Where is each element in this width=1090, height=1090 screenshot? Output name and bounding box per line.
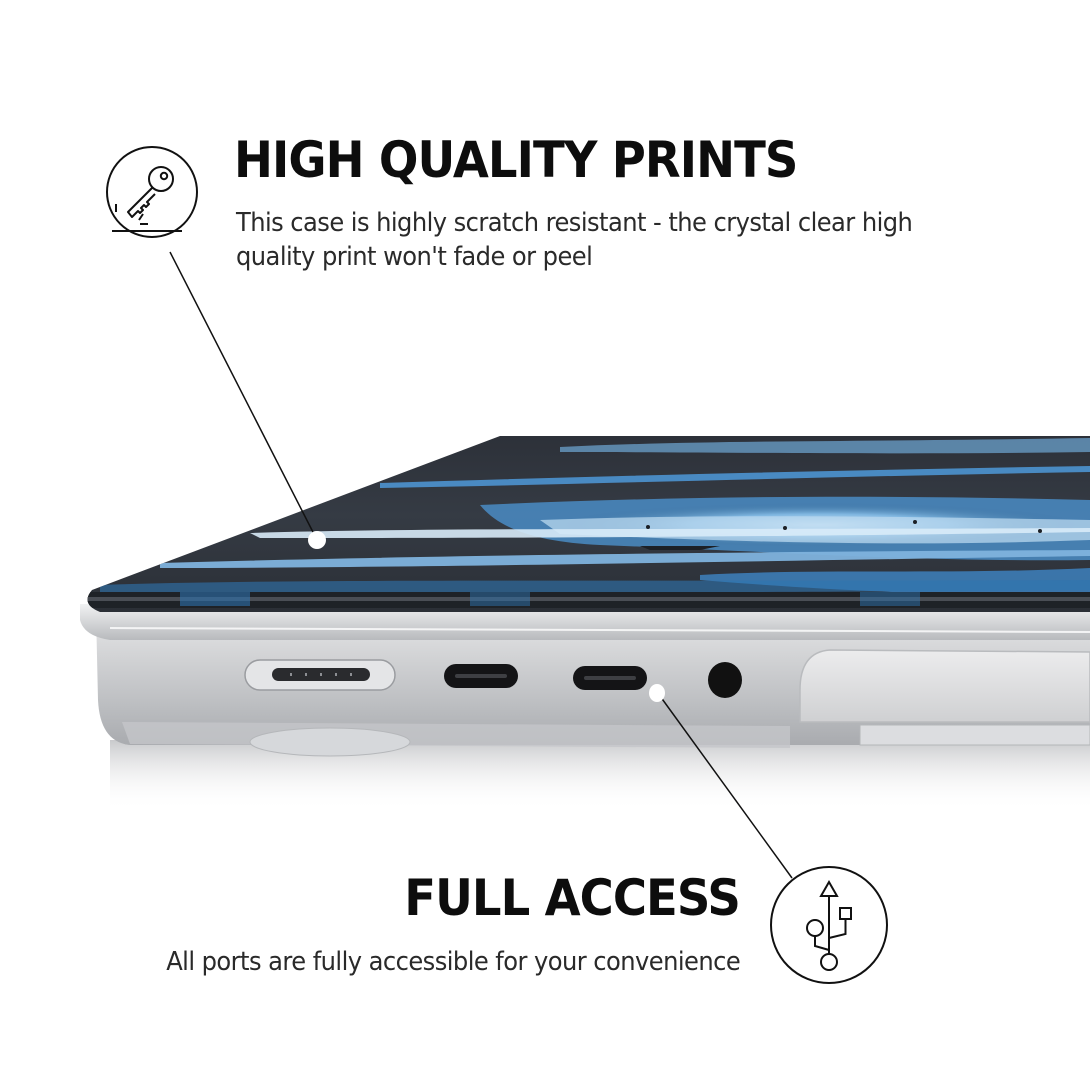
case-foot bbox=[249, 727, 411, 757]
key-icon bbox=[112, 166, 182, 232]
feature-title-prints: HIGH QUALITY PRINTS bbox=[234, 131, 798, 189]
usb-icon bbox=[806, 879, 852, 971]
feature-description-access: All ports are fully accessible for your … bbox=[166, 947, 741, 977]
printed-case-lid bbox=[87, 436, 1090, 612]
callout-line-access bbox=[659, 695, 793, 879]
callout-line-prints bbox=[169, 251, 317, 539]
callout-dot-access bbox=[649, 684, 665, 702]
key-scratch-icon bbox=[106, 146, 198, 238]
case-cutout bbox=[799, 649, 1090, 723]
feature-description-prints: This case is highly scratch resistant - … bbox=[236, 208, 913, 272]
callout-dot-prints bbox=[308, 531, 326, 549]
laptop-shadow bbox=[110, 740, 1090, 810]
feature-title-access: FULL ACCESS bbox=[404, 869, 741, 927]
magsafe-port bbox=[244, 659, 396, 691]
headphone-jack bbox=[708, 662, 742, 698]
usb-icon-badge bbox=[770, 866, 888, 984]
